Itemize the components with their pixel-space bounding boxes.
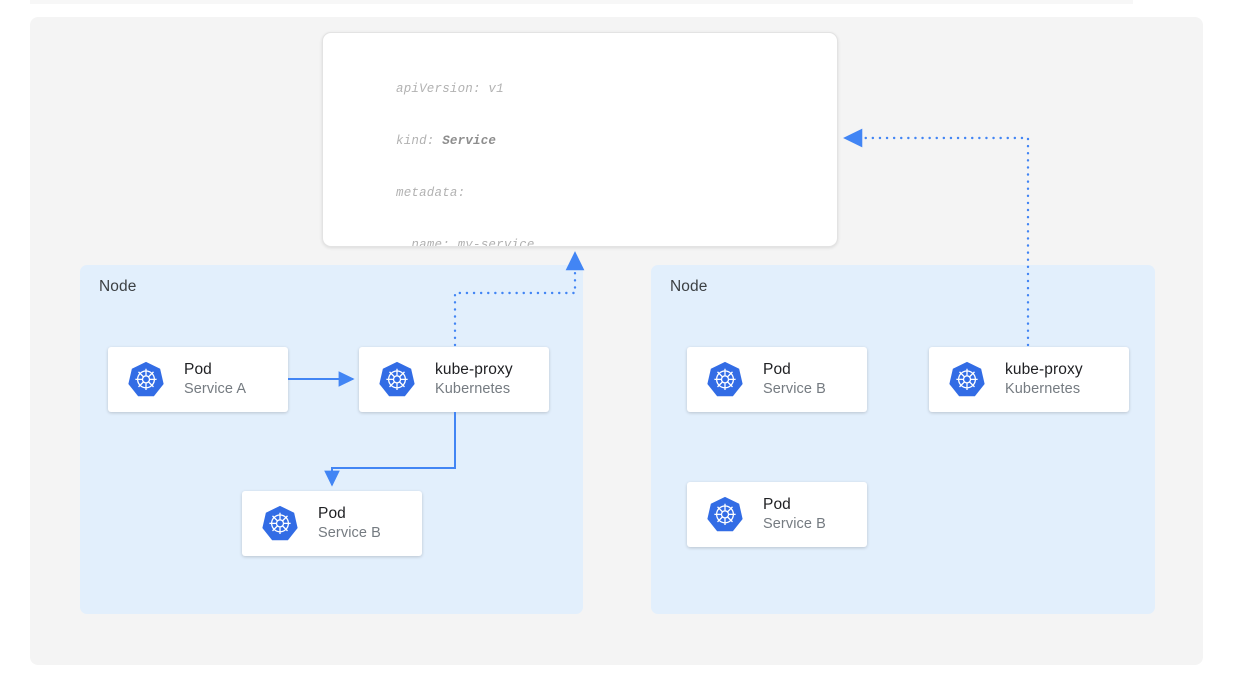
yaml-kind-key: kind: (396, 134, 443, 149)
service-yaml-spec-card: apiVersion: v1 kind: Service metadata: n… (322, 32, 838, 247)
top-edge-strip (30, 0, 1133, 4)
card-text-block: Pod Service B (318, 505, 381, 542)
kubernetes-logo-icon (379, 361, 415, 396)
card-subtitle: Service B (763, 381, 826, 398)
card-subtitle: Service A (184, 381, 247, 398)
card-subtitle: Kubernetes (1005, 381, 1081, 398)
node-label-left: Node (99, 278, 137, 295)
yaml-line-metadata: metadata: (396, 186, 466, 201)
card-kube-proxy-right[interactable]: kube-proxy Kubernetes (929, 347, 1129, 412)
card-title: Pod (763, 495, 791, 513)
yaml-line-metadata-name: name: my-service (396, 238, 535, 247)
card-subtitle: Service B (318, 525, 381, 542)
yaml-line-kind: kind: Service (396, 133, 712, 150)
service-yaml-text: apiVersion: v1 kind: Service metadata: n… (396, 46, 712, 247)
node-container-right: Node (651, 265, 1155, 614)
card-text-block: kube-proxy Kubernetes (435, 361, 513, 398)
card-pod-service-b-left[interactable]: Pod Service B (242, 491, 422, 556)
card-title: Pod (318, 504, 346, 522)
card-subtitle: Kubernetes (435, 381, 511, 398)
card-pod-service-a[interactable]: Pod Service A (108, 347, 288, 412)
node-container-left: Node (80, 265, 583, 614)
kubernetes-logo-icon (707, 496, 743, 531)
kubernetes-logo-icon (707, 361, 743, 396)
card-title: kube-proxy (1005, 360, 1083, 378)
card-pod-service-b-right-top[interactable]: Pod Service B (687, 347, 867, 412)
card-text-block: kube-proxy Kubernetes (1005, 361, 1083, 398)
card-title: Pod (763, 360, 791, 378)
card-subtitle: Service B (763, 516, 826, 533)
card-title: kube-proxy (435, 360, 513, 378)
yaml-line-apiversion: apiVersion: v1 (396, 81, 504, 96)
card-title: Pod (184, 360, 212, 378)
yaml-kind-value: Service (442, 134, 497, 149)
card-text-block: Pod Service B (763, 361, 826, 398)
card-pod-service-b-right-bottom[interactable]: Pod Service B (687, 482, 867, 547)
kubernetes-logo-icon (262, 505, 298, 540)
kubernetes-logo-icon (949, 361, 985, 396)
card-text-block: Pod Service B (763, 496, 826, 533)
node-label-right: Node (670, 278, 708, 295)
kubernetes-logo-icon (128, 361, 164, 396)
card-kube-proxy-left[interactable]: kube-proxy Kubernetes (359, 347, 549, 412)
card-text-block: Pod Service A (184, 361, 246, 398)
